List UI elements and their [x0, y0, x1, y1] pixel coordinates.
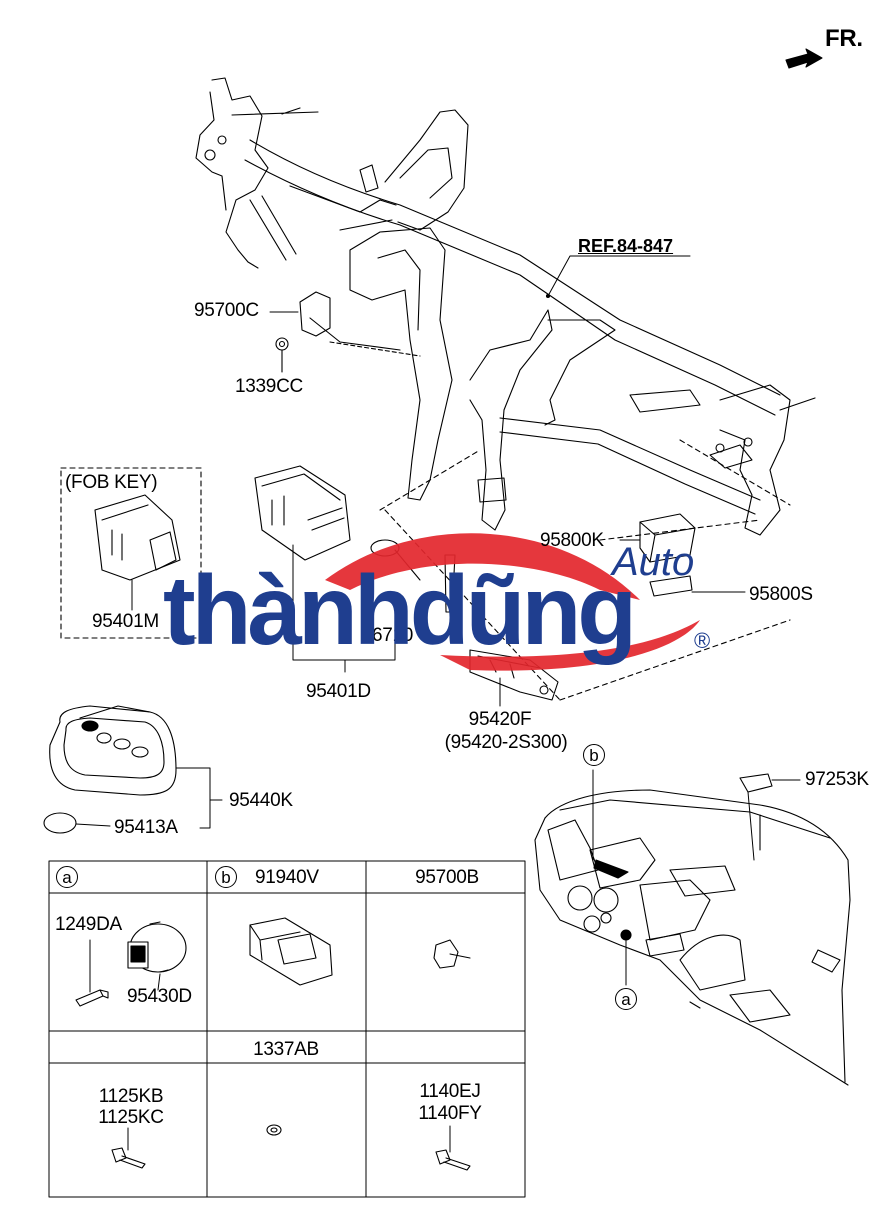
direction-label: FR. [825, 25, 863, 52]
watermark-swoosh [325, 533, 640, 600]
label-1125kc: 1125KC [98, 1107, 164, 1128]
label-95800k: 95800K [540, 530, 604, 551]
parts-table-grid [48, 860, 526, 1198]
dashboard-panel [534, 769, 851, 1086]
reference-label[interactable]: REF.84-847 [578, 236, 674, 256]
part-1249da-screw [75, 939, 109, 1007]
watermark-sub: Auto [612, 540, 695, 584]
label-1140fy: 1140FY [418, 1103, 482, 1124]
arrow-front-icon [785, 48, 823, 69]
label-95420f-alt: (95420-2S300) [444, 732, 568, 753]
label-97253k: 97253K [805, 769, 869, 790]
label-95800s: 95800S [749, 584, 813, 605]
table-callout-b: b [215, 866, 237, 888]
table-header-91940v: 91940V [255, 867, 319, 888]
label-95401d: 95401D [306, 681, 371, 702]
part-1337ab-nut [266, 1124, 282, 1136]
label-95401m: 95401M [92, 611, 159, 632]
table-header-95700b: 95700B [415, 867, 479, 888]
part-95700b-clip [433, 939, 471, 969]
part-91940v-connector [249, 917, 333, 986]
part-95700c [299, 291, 421, 357]
label-partial-code: 6710 [372, 625, 414, 646]
label-95413a: 95413A [114, 817, 178, 838]
label-95430d: 95430D [127, 986, 192, 1007]
label-1249da: 1249DA [55, 914, 122, 935]
fob-key-box-label: (FOB KEY) [65, 472, 158, 493]
watermark-registered-icon: ® [694, 628, 711, 653]
label-1339cc: 1339CC [235, 376, 303, 397]
part-1339cc [275, 337, 289, 373]
part-95413a [43, 812, 111, 834]
table-header-1337ab: 1337AB [253, 1039, 319, 1060]
part-95430d-switch [127, 921, 187, 991]
crossmember-frame [195, 77, 816, 701]
callout-a[interactable]: a [615, 988, 637, 1010]
label-1140ej: 1140EJ [419, 1081, 481, 1102]
table-callout-a: a [56, 866, 78, 888]
label-95700c: 95700C [194, 300, 259, 321]
part-95800k [619, 513, 696, 563]
fob-key-box [60, 467, 202, 639]
part-95401m [94, 494, 181, 611]
part-1125kb-bolt [111, 1127, 146, 1169]
part-95800s [649, 575, 746, 597]
watermark-brand: thànhdũng [163, 555, 637, 665]
part-95440k [49, 705, 223, 829]
label-1125kb: 1125KB [98, 1086, 164, 1107]
watermark-swoosh-lower [440, 620, 700, 671]
part-1140ej-bolt [435, 1125, 471, 1171]
label-95420f: 95420F [468, 709, 532, 730]
label-95440k: 95440K [229, 790, 293, 811]
callout-b[interactable]: b [583, 744, 605, 766]
